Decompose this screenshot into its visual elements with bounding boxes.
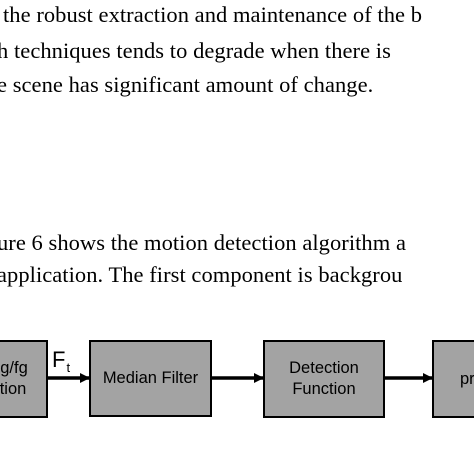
bg-fg-box-line-1: g/fg — [0, 359, 28, 377]
paragraph-2-line-1: ure 6 shows the motion detection algorit… — [0, 230, 406, 255]
paragraph-1-line-1: the robust extraction and maintenance of… — [3, 2, 423, 27]
median-filter-box: Median Filter — [89, 340, 212, 417]
next-stage-box: pr — [432, 340, 474, 418]
bg-fg-box-line-2: tion — [0, 380, 27, 398]
bg-fg-box: g/fg tion — [0, 340, 48, 418]
arrow-label-ft: Ft — [52, 348, 70, 380]
paragraph-1-line-2: h techniques tends to degrade when there… — [0, 38, 391, 63]
paragraph-1-line-3: e scene has significant amount of change… — [0, 72, 374, 97]
arrow-label-ft-sub: t — [66, 360, 71, 375]
detection-function-line-2: Function — [292, 380, 356, 398]
median-filter-label: Median Filter — [102, 369, 199, 387]
detection-function-line-1: Detection — [289, 359, 359, 377]
next-stage-label: pr — [460, 369, 474, 388]
detection-function-box: Detection Function — [263, 340, 385, 418]
arrow-label-ft-main: F — [52, 347, 66, 372]
paragraph-2-line-2: application. The first component is back… — [0, 262, 403, 287]
